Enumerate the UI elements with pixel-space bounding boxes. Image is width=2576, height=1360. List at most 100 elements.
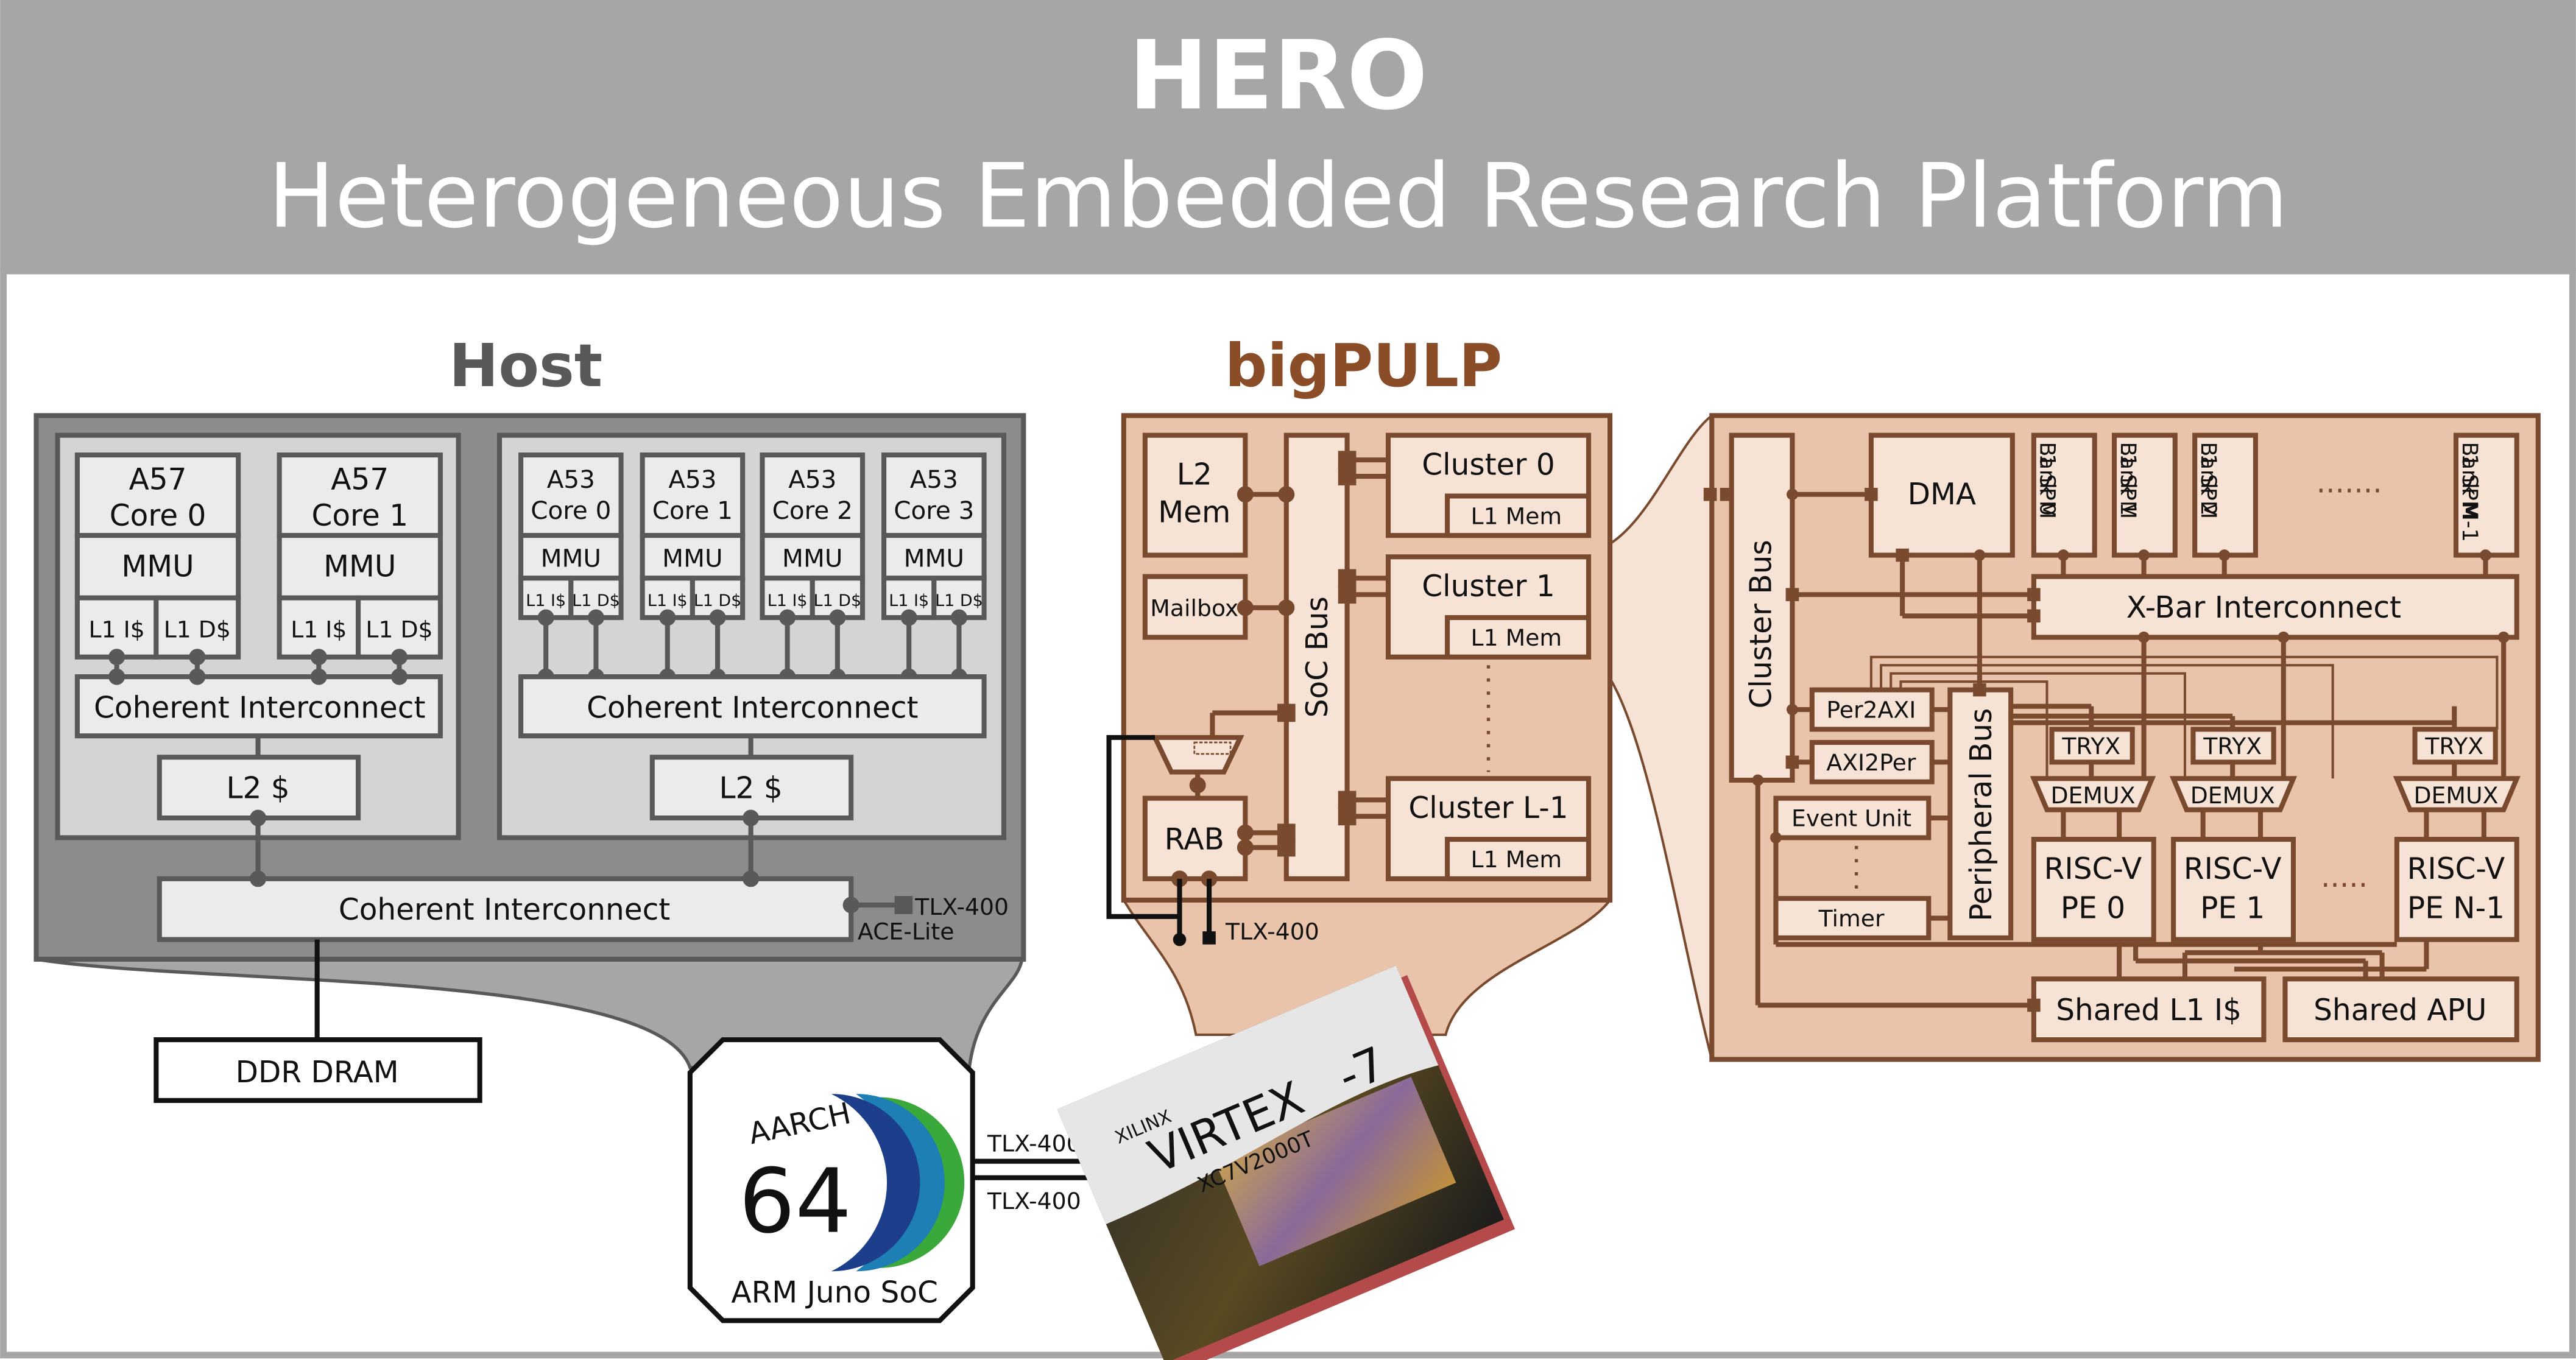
tryx-n1-label: TRYX (2424, 733, 2483, 759)
ddr-dram-label: DDR DRAM (236, 1055, 399, 1090)
cluster-l1-label: Cluster L-1 (1408, 791, 1568, 825)
a53-core-3-l1i: L1 I$ (889, 591, 929, 610)
a57-coherent-interconnect (74, 674, 443, 739)
pe-1-line1: RISC-V (2184, 852, 2282, 886)
demux-n1 (2393, 776, 2521, 812)
a53-core-0-label: Core 0 (531, 496, 611, 525)
host-ace-lite-label: ACE-Lite (858, 918, 955, 945)
demux-n1-label: DEMUX (2413, 782, 2498, 809)
shared-apu-label: Shared APU (2313, 993, 2486, 1027)
a53-core-3-name: A53 (910, 465, 958, 494)
cluster-1-mem (1445, 615, 1592, 660)
bank-2-line2: Bank 2 (2196, 442, 2221, 515)
a53-core-2-l1d: L1 D$ (814, 591, 862, 610)
a53-core-2-l1i: L1 I$ (768, 591, 808, 610)
a57-core-1-label: Core 1 (311, 499, 408, 533)
a53-core-0-l1d: L1 D$ (572, 591, 620, 610)
pe-n1-box (2394, 837, 2519, 942)
host-heading: Host (449, 331, 602, 400)
dma-label: DMA (1908, 477, 1976, 512)
timer-label: Timer (1818, 905, 1885, 932)
bank-m1-line1: L1 SPM (2457, 442, 2482, 519)
rab-loop-wire (1106, 735, 1212, 937)
a57-core-1 (277, 452, 443, 660)
a57-core-0 (74, 452, 241, 660)
a57-core-0-mmu: MMU (121, 550, 194, 584)
bigpulp-tlx-label: TLX-400 (1225, 918, 1319, 945)
a53-core-1-mmu: MMU (662, 543, 722, 573)
a53-coherent-interconnect (518, 674, 987, 739)
cluster-zoom-funnel (1589, 413, 1713, 1060)
demux-0-label: DEMUX (2050, 782, 2135, 809)
cluster-l1-mem (1445, 837, 1592, 881)
shared-icache-label: Shared L1 I$ (2056, 993, 2242, 1027)
a57-core-0-l1d: L1 D$ (164, 616, 231, 643)
soc-link-bottom-label: TLX-400 (987, 1188, 1081, 1214)
a53-core-0-name: A53 (547, 465, 595, 494)
tryx-1-label: TRYX (2203, 733, 2262, 759)
xbar-label: X-Bar Interconnect (2126, 591, 2401, 625)
a53-core-1-name: A53 (668, 465, 716, 494)
a57-l2-label: L2 $ (226, 772, 289, 806)
header-banner (0, 0, 2576, 271)
a53-core-0-l1i: L1 I$ (526, 591, 566, 610)
l2-mem-line1: L2 (1177, 458, 1212, 492)
a53-core-0-mmu: MMU (541, 543, 601, 573)
host-tlx-label: TLX-400 (914, 893, 1009, 920)
a57-core-0-name: A57 (129, 463, 187, 497)
pe-0-box (2031, 837, 2156, 942)
a57-core-0-l1i: L1 I$ (89, 616, 145, 643)
a57-core-1-mmu: MMU (323, 550, 396, 584)
shared-apu-box (2282, 976, 2519, 1043)
fpga-zoom-funnel (1121, 898, 1613, 1037)
bank-1-line1: L1 SPM (2115, 442, 2140, 519)
pe-ellipsis: ····· (2321, 868, 2368, 903)
cluster-0-label: Cluster 0 (1422, 448, 1555, 482)
fpga-die (1214, 1077, 1456, 1266)
a53-core-1-l1d: L1 D$ (694, 591, 742, 610)
pe-1-box (2171, 837, 2296, 942)
a53-core-2-mmu: MMU (782, 543, 842, 573)
a53-core-3-l1d: L1 D$ (935, 591, 983, 610)
cluster-1-label: Cluster 1 (1422, 569, 1555, 604)
bigpulp-heading: bigPULP (1225, 331, 1502, 400)
bank-1-line2: Bank 1 (2115, 442, 2140, 515)
a53-l2-label: L2 $ (719, 772, 783, 806)
demux-0 (2030, 776, 2156, 812)
a57-core-1-l1d: L1 D$ (365, 616, 432, 643)
cluster-bus-label: Cluster Bus (1744, 540, 1778, 708)
event-unit-label: Event Unit (1791, 805, 1911, 832)
bank-2-line1: L1 SPM (2196, 442, 2221, 519)
a53-coherent-interconnect-label: Coherent Interconnect (587, 691, 918, 725)
mailbox-label: Mailbox (1150, 594, 1238, 621)
pe-1-line2: PE 1 (2200, 892, 2265, 926)
per2axi-label: Per2AXI (1826, 697, 1916, 724)
pe-0-line1: RISC-V (2044, 852, 2142, 886)
bank-0-line2: Bank 0 (2035, 442, 2060, 515)
event-unit-box (1773, 795, 1932, 840)
tryx-0-label: TRYX (2061, 733, 2120, 759)
page-subtitle: Heterogeneous Embedded Research Platform (268, 145, 2288, 248)
cluster-1-mem-label: L1 Mem (1471, 624, 1562, 651)
bank-0-line1: L1 SPM (2035, 442, 2060, 519)
bank-m1-box (2453, 432, 2519, 558)
a57-l2-cache (157, 755, 361, 821)
cluster-l1-mem-label: L1 Mem (1471, 846, 1562, 873)
bank-2-box (2192, 432, 2258, 558)
bank-1-box (2111, 432, 2178, 558)
a53-core-2-name: A53 (788, 465, 836, 494)
peripheral-bus-label: Peripheral Bus (1964, 708, 1999, 921)
a53-core-2-label: Core 2 (772, 496, 853, 525)
a53-core-3-mmu: MMU (904, 543, 964, 573)
demux-1-label: DEMUX (2190, 782, 2275, 809)
a57-core-1-name: A57 (331, 463, 389, 497)
demux-1 (2170, 776, 2298, 812)
soc-bus-box (1283, 432, 1350, 881)
xbar-box (2031, 574, 2519, 640)
bank-m1-line2: Bank M-1 (2457, 442, 2482, 541)
a57-core-1-l1i: L1 I$ (291, 616, 347, 643)
rab-label: RAB (1165, 822, 1224, 856)
a53-core-1-label: Core 1 (652, 496, 733, 525)
